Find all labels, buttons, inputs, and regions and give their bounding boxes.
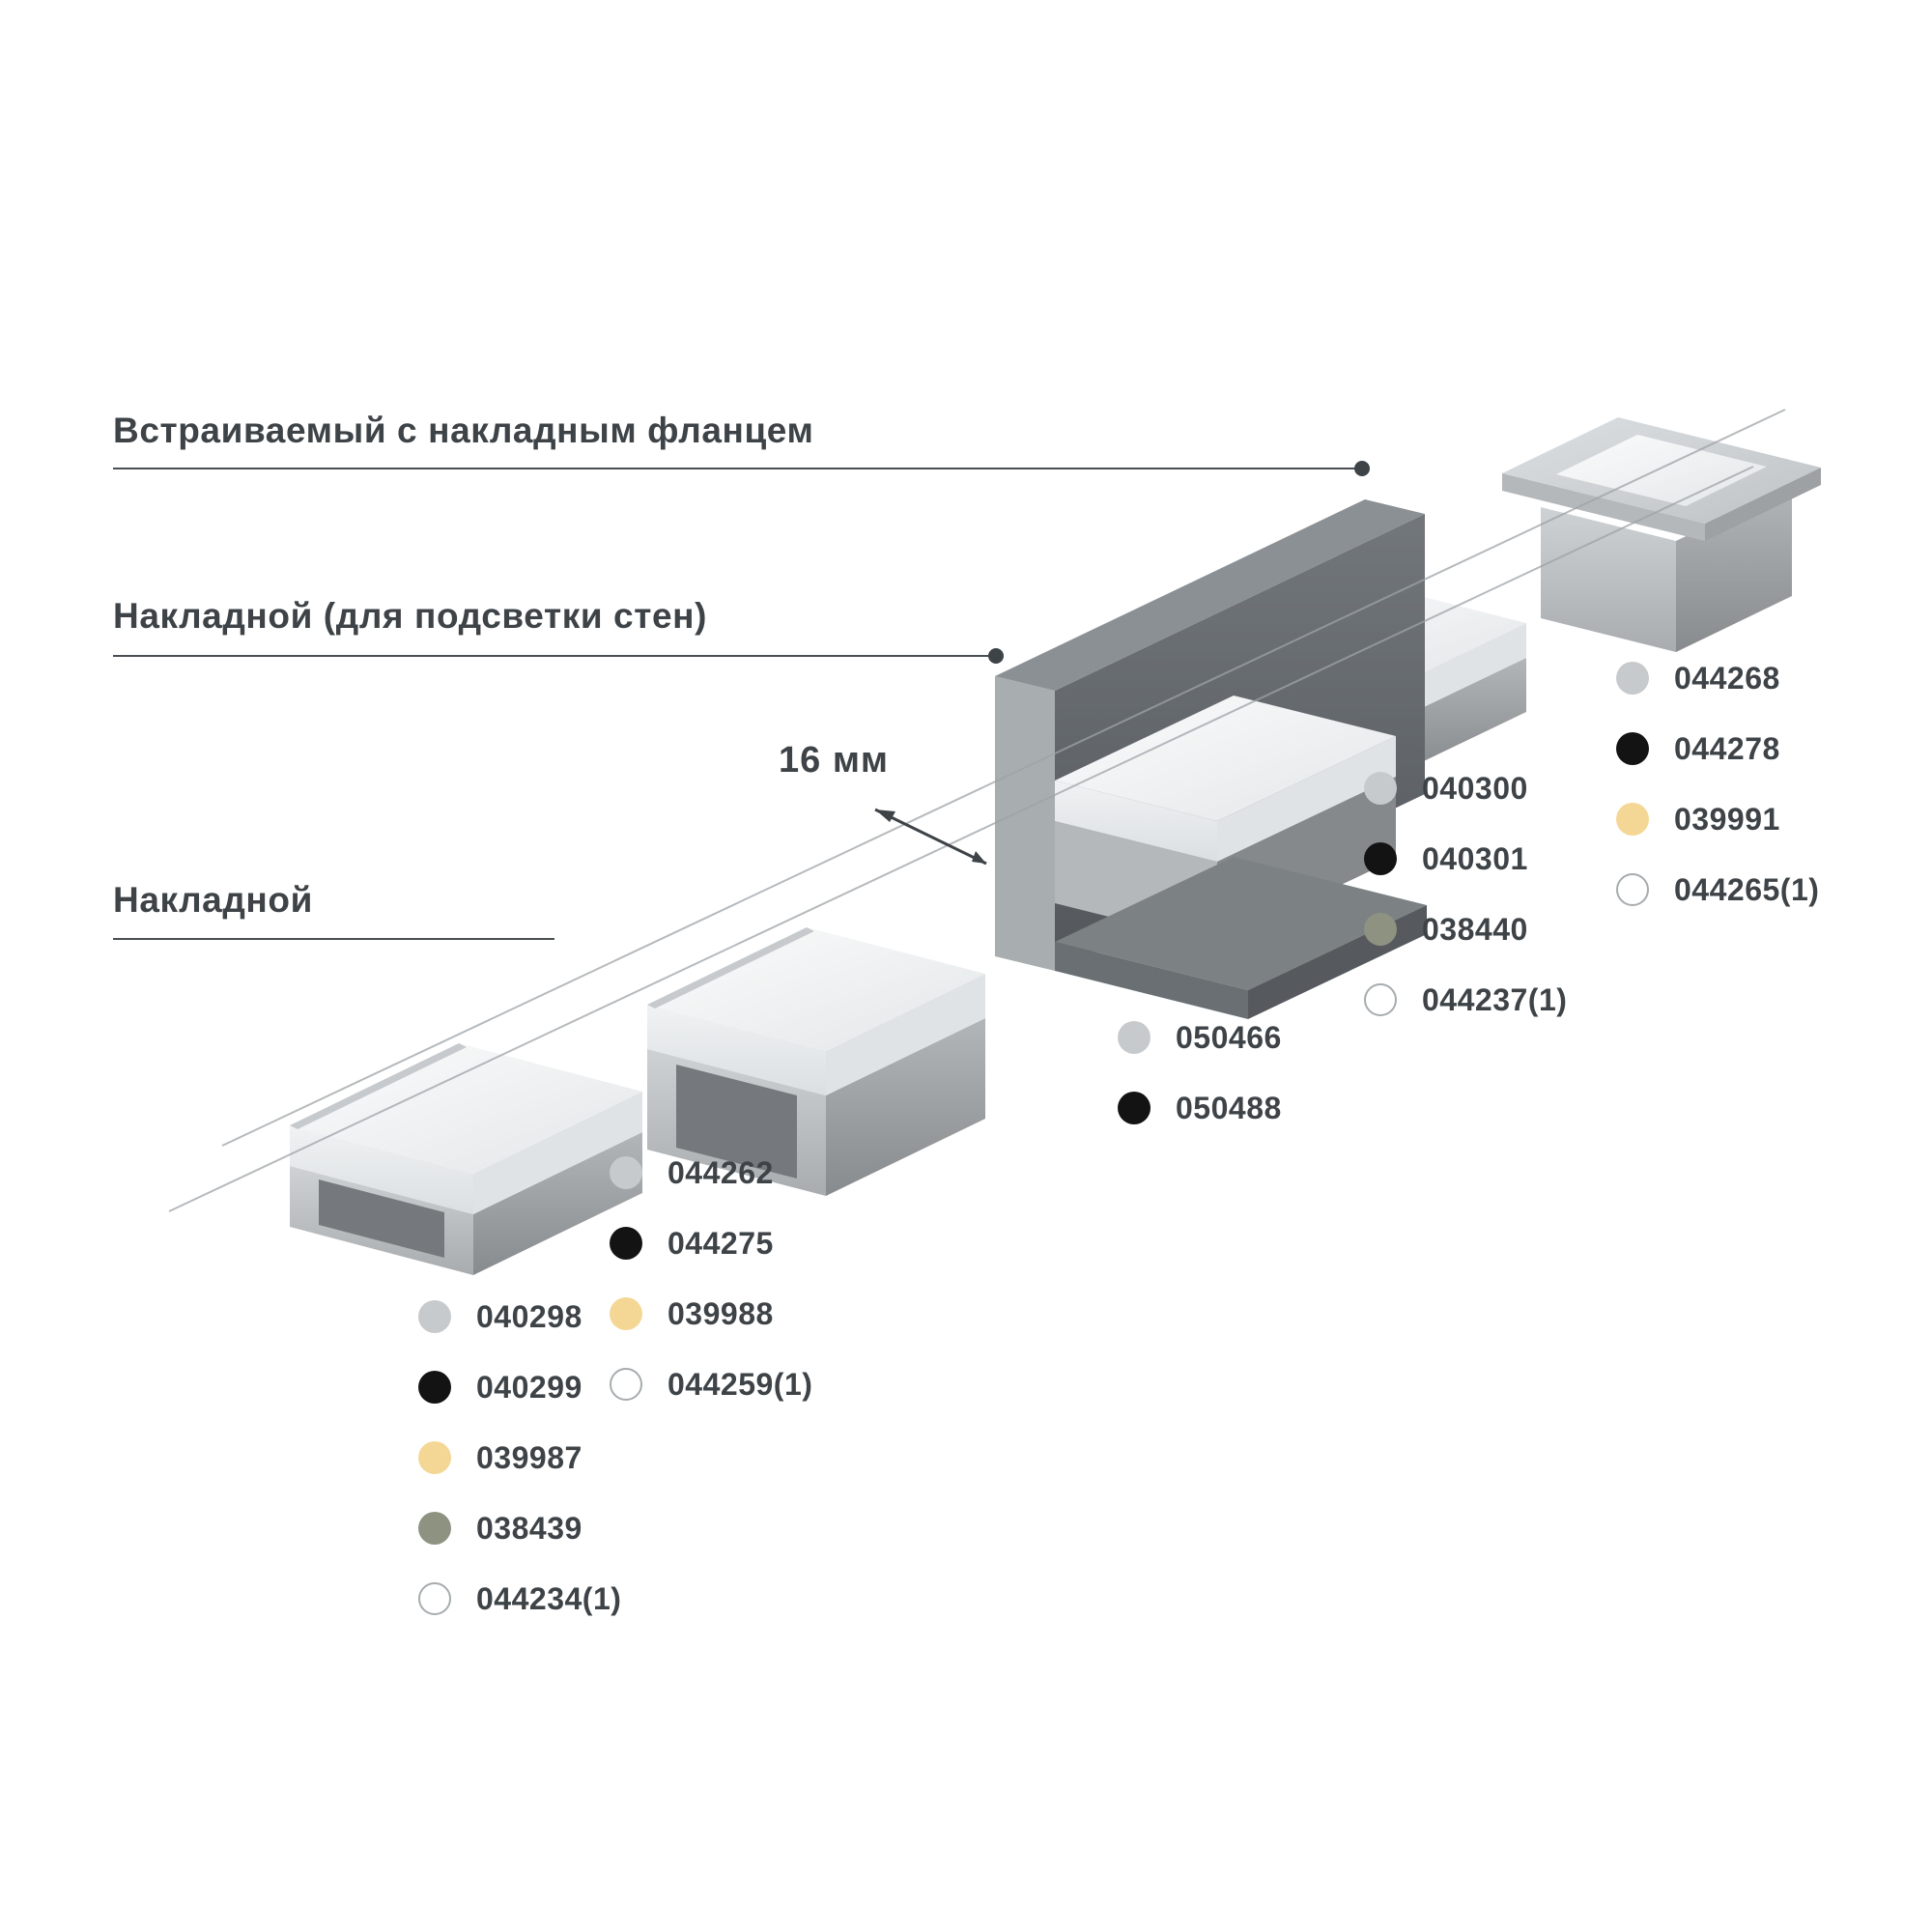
color-swatch-icon — [1616, 732, 1649, 765]
article-row: 044259(1) — [610, 1367, 812, 1402]
article-row: 040301 — [1364, 841, 1567, 876]
article-row: 038440 — [1364, 912, 1567, 947]
callout-recessed-flange-label: Встраиваемый с накладным фланцем — [113, 411, 814, 450]
article-code: 044262 — [668, 1154, 774, 1190]
color-swatch-icon — [610, 1297, 642, 1330]
color-swatch-icon — [1118, 1021, 1151, 1054]
article-row: 040300 — [1364, 771, 1567, 806]
color-swatch-icon — [418, 1371, 451, 1404]
article-row: 044234(1) — [418, 1581, 621, 1616]
callout-surface-rule — [113, 938, 554, 940]
color-swatch-icon — [1364, 983, 1397, 1016]
article-code: 044275 — [668, 1225, 774, 1261]
callout-wall-washer-rule — [113, 655, 996, 657]
callout-wall-washer-dot — [988, 648, 1004, 664]
article-code: 044237(1) — [1422, 981, 1568, 1017]
article-code: 050488 — [1176, 1090, 1282, 1125]
color-swatch-icon — [1364, 842, 1397, 875]
article-row: 040298 — [418, 1299, 621, 1334]
color-swatch-icon — [418, 1441, 451, 1474]
color-swatch-icon — [418, 1300, 451, 1333]
article-code: 040301 — [1422, 840, 1528, 876]
article-row: 044265(1) — [1616, 872, 1819, 907]
article-row: 039988 — [610, 1296, 812, 1331]
color-swatch-icon — [610, 1227, 642, 1260]
article-row: 050488 — [1118, 1091, 1282, 1125]
article-code: 044278 — [1674, 730, 1780, 766]
article-code: 050466 — [1176, 1019, 1282, 1055]
dimension-arrow-icon — [874, 808, 987, 866]
article-row: 040299 — [418, 1370, 621, 1405]
article-code: 040299 — [476, 1369, 582, 1405]
article-row: 039991 — [1616, 802, 1819, 837]
article-list-surface-low: 040300 040301 038440 044237(1) — [1364, 771, 1567, 1017]
article-code: 039988 — [668, 1295, 774, 1331]
profile-wall-washer-image — [995, 499, 1427, 1019]
article-code: 040300 — [1422, 770, 1528, 806]
article-row: 044237(1) — [1364, 982, 1567, 1017]
article-row: 050466 — [1118, 1020, 1282, 1055]
article-row: 044278 — [1616, 731, 1819, 766]
article-row: 044262 — [610, 1155, 812, 1190]
article-row: 044268 — [1616, 661, 1819, 696]
article-code: 040298 — [476, 1298, 582, 1334]
callout-surface-label: Накладной — [113, 880, 313, 920]
article-code: 044265(1) — [1674, 871, 1820, 907]
article-row: 038439 — [418, 1511, 621, 1546]
color-swatch-icon — [610, 1368, 642, 1401]
callout-recessed-flange-dot — [1354, 461, 1370, 476]
color-swatch-icon — [1616, 873, 1649, 906]
color-swatch-icon — [418, 1512, 451, 1545]
callout-wall-washer-label: Накладной (для подсветки стен) — [113, 596, 707, 636]
article-code: 039987 — [476, 1439, 582, 1475]
article-code: 038440 — [1422, 911, 1528, 947]
article-row: 044275 — [610, 1226, 812, 1261]
color-swatch-icon — [1364, 772, 1397, 805]
article-code: 044259(1) — [668, 1366, 813, 1402]
article-list-recessed-flange: 044268 044278 039991 044265(1) — [1616, 661, 1819, 907]
color-swatch-icon — [1616, 803, 1649, 836]
article-list-surface: 040298 040299 039987 038439 044234(1) — [418, 1299, 621, 1616]
article-list-wall-washer: 050466 050488 — [1118, 1020, 1282, 1125]
section-line-lower — [168, 466, 1754, 1212]
article-code: 038439 — [476, 1510, 582, 1546]
article-list-surface-tall: 044262 044275 039988 044259(1) — [610, 1155, 812, 1402]
section-line-upper — [221, 409, 1786, 1147]
color-swatch-icon — [610, 1156, 642, 1189]
color-swatch-icon — [418, 1582, 451, 1615]
profile-surface-tall-image — [647, 927, 985, 1196]
color-swatch-icon — [1364, 913, 1397, 946]
article-code: 044268 — [1674, 660, 1780, 696]
color-swatch-icon — [1616, 662, 1649, 695]
article-code: 039991 — [1674, 801, 1780, 837]
article-code: 044234(1) — [476, 1580, 622, 1616]
color-swatch-icon — [1118, 1092, 1151, 1124]
article-row: 039987 — [418, 1440, 621, 1475]
profile-surface-image — [290, 1043, 642, 1275]
callout-recessed-flange-rule — [113, 468, 1362, 469]
dimension-label: 16 мм — [779, 740, 890, 781]
profile-recessed-flange-image — [1502, 417, 1821, 652]
